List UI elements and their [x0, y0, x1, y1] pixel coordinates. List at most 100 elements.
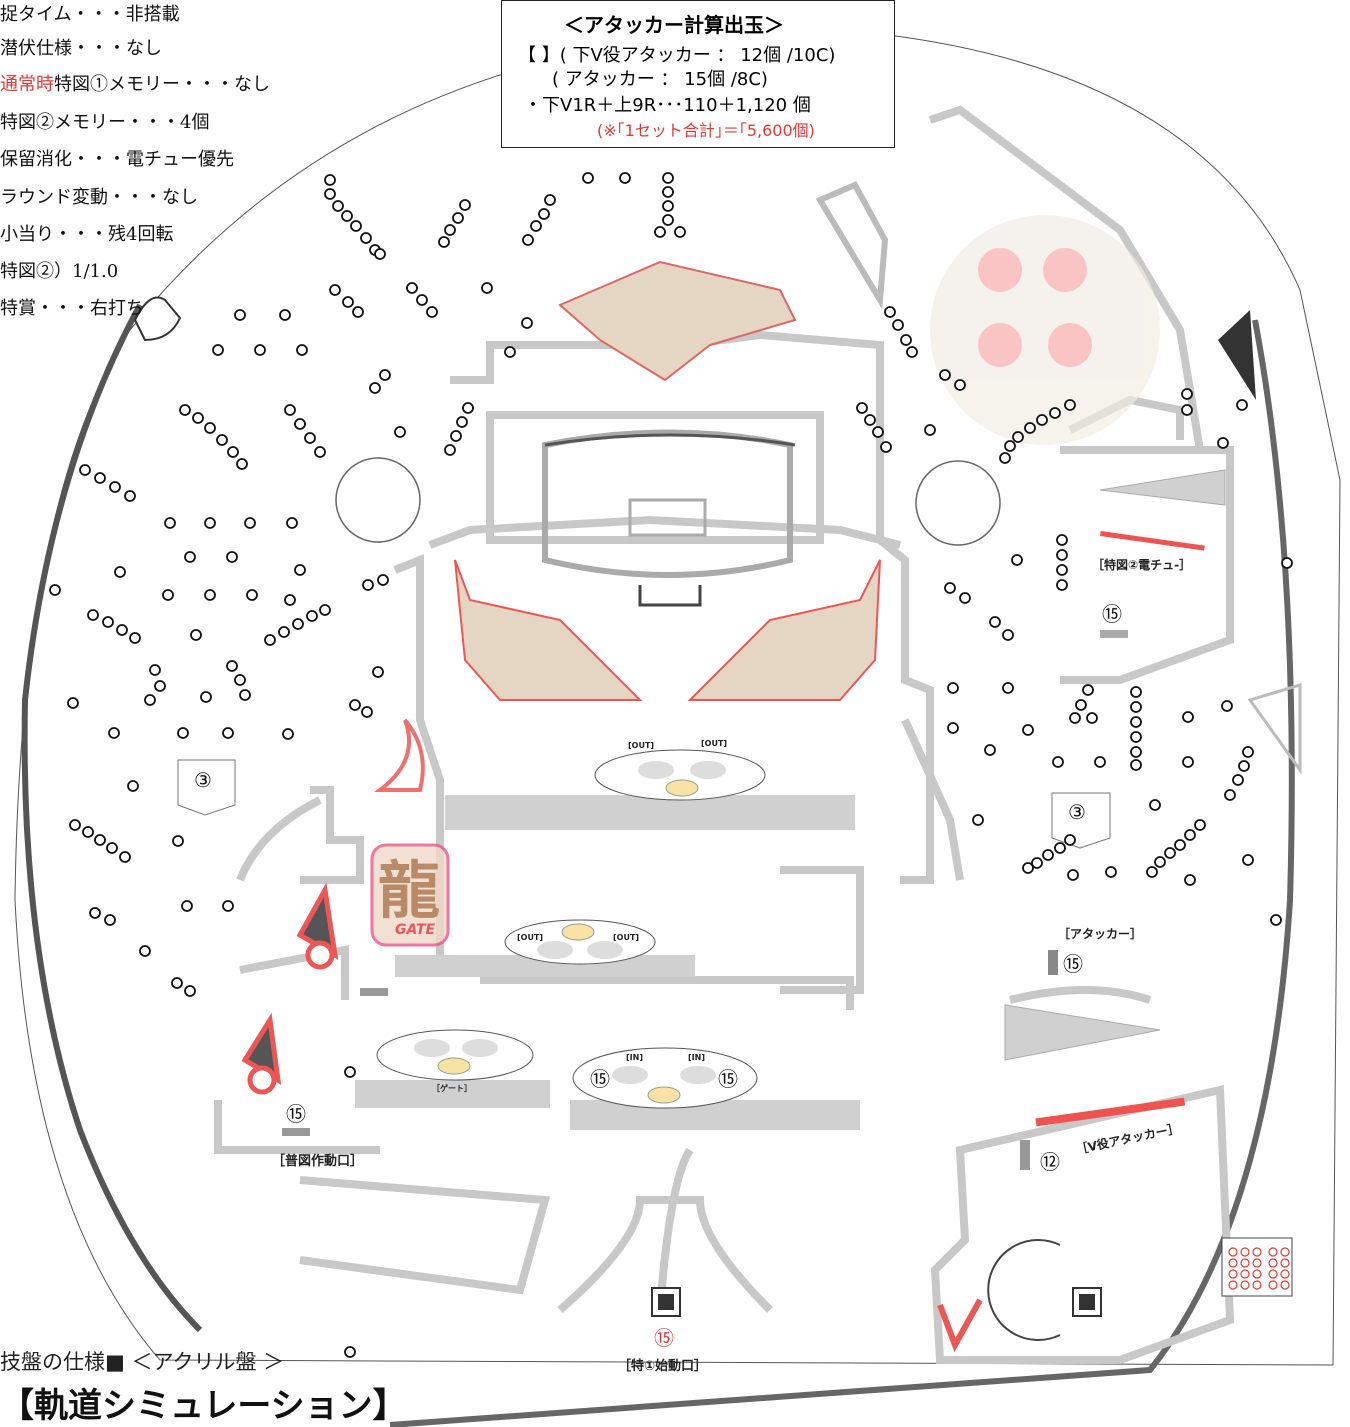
grid-pin	[1240, 1269, 1250, 1279]
attacker-slot	[1048, 950, 1058, 975]
spec-4-text: 特図②メモリー・・・4個	[0, 112, 210, 133]
nail-pin	[114, 566, 126, 578]
wing-right	[687, 559, 881, 701]
nail-pin	[171, 977, 183, 989]
nail-pin	[462, 402, 474, 414]
nail-pin	[204, 589, 216, 601]
grid-pin	[1268, 1247, 1278, 1257]
payout-15-in-left: ⑮	[590, 1067, 610, 1091]
pocket-badge-right	[1051, 792, 1111, 849]
nail-pin	[1217, 437, 1229, 449]
payout-15-toku1: ⑮	[654, 1326, 674, 1350]
nail-pin	[108, 727, 120, 739]
windmill-left	[335, 457, 421, 543]
payout-15-in-right: ⑮	[718, 1067, 738, 1091]
nail-pin	[1086, 712, 1098, 724]
nail-pin	[1069, 712, 1081, 724]
lcd-frame	[542, 429, 793, 578]
pocket-top	[594, 749, 766, 801]
nail-pin	[329, 284, 341, 296]
nail-pin	[884, 306, 896, 318]
nail-pin	[530, 220, 542, 232]
attacker-box-line3: ・下V1R＋上9R･･･110＋1,120 個	[524, 95, 811, 116]
nail-pin	[1130, 686, 1142, 698]
nail-pin	[1094, 756, 1106, 768]
nail-pin	[522, 234, 534, 246]
nail-pin	[362, 579, 374, 591]
spec-9: 特賞・・・右打ち	[0, 294, 144, 320]
gray-slot-left	[360, 988, 388, 996]
nail-pin	[69, 819, 81, 831]
simulation-title: 【軌道シミュレーション】	[0, 1386, 407, 1426]
grid-pin	[1240, 1280, 1250, 1290]
right-upper-piece	[815, 181, 889, 310]
attacker-box-line4: (※｢1セット合計｣＝｢5,600個)	[597, 121, 815, 140]
nail-pin	[1002, 682, 1014, 694]
nail-pin	[149, 664, 161, 676]
nail-pin	[1236, 399, 1248, 411]
triangle-right-1	[1099, 469, 1226, 506]
spec-9-text: 特賞・・・右打ち	[0, 298, 144, 319]
nail-pin	[94, 472, 106, 484]
payout-15-denchu: ⑮	[1102, 602, 1122, 626]
red-ring-1	[305, 940, 335, 970]
pocket-badge-left	[177, 759, 236, 816]
nail-pin	[344, 1066, 356, 1078]
nail-pin	[172, 835, 184, 847]
nail-pin	[89, 907, 101, 919]
nail-pin	[1182, 711, 1194, 723]
nail-pin	[959, 592, 971, 604]
nail-pin	[94, 834, 106, 846]
nail-pin	[286, 517, 298, 529]
label-in-2: [IN]	[688, 1053, 705, 1062]
nail-pin	[1130, 759, 1142, 771]
nail-pin	[154, 680, 166, 692]
nail-pin	[369, 382, 381, 394]
spec-4: 特図②メモリー・・・4個	[0, 108, 209, 134]
nail-pin	[1281, 557, 1293, 569]
nail-pin	[1036, 414, 1048, 426]
nail-pin	[1022, 724, 1034, 736]
nail-pin	[582, 172, 594, 184]
denchu-bar	[1100, 531, 1205, 551]
gate-logo-text: GATE	[395, 922, 436, 938]
spec-8: 特図②）1/1.0	[0, 257, 118, 283]
nail-pin	[924, 424, 936, 436]
nail-pin	[872, 426, 884, 438]
payout-15-futsuzu: ⑮	[286, 1102, 306, 1126]
nail-pin	[361, 706, 373, 718]
nail-pin	[444, 224, 456, 236]
nail-pin	[344, 1346, 356, 1358]
grid-pin	[1240, 1258, 1250, 1268]
nail-pin	[119, 851, 131, 863]
spec-1-text: 捉タイム・・・非搭載	[0, 4, 180, 25]
nail-pin	[674, 226, 686, 238]
nail-pin	[662, 214, 674, 226]
nail-grid	[1228, 1247, 1290, 1290]
payout-3-left: ③	[194, 768, 212, 792]
nail-pin	[999, 452, 1011, 464]
left-rail	[21, 303, 203, 1333]
nail-pin	[1052, 756, 1064, 768]
nail-pin	[1031, 857, 1043, 869]
nail-pin	[1004, 440, 1016, 452]
nail-pin	[226, 660, 238, 672]
nail-pin	[1082, 684, 1094, 696]
spec-2: 潜伏仕様・・・なし	[0, 34, 162, 60]
grid-pin	[1228, 1280, 1238, 1290]
nail-pin	[1181, 388, 1193, 400]
attacker-box-line1: 【 】( 下V役アタッカー ： 12個 /10C)	[518, 45, 836, 66]
grid-pin	[1268, 1258, 1278, 1268]
nail-pin	[239, 689, 251, 701]
nail-pin	[304, 432, 316, 444]
nail-pin	[177, 727, 189, 739]
attacker-box-line2: ( アタッカー ： 15個 /8C)	[552, 69, 768, 90]
nail-pin	[1042, 849, 1054, 861]
payout-12-v: ⑫	[1040, 1150, 1060, 1174]
center-bar-3	[570, 1100, 860, 1130]
spec-6: ラウンド変動・・・なし	[0, 183, 198, 209]
ryu-logo-text: 龍	[378, 854, 441, 927]
nail-pin	[954, 379, 966, 391]
nail-pin	[341, 210, 353, 222]
